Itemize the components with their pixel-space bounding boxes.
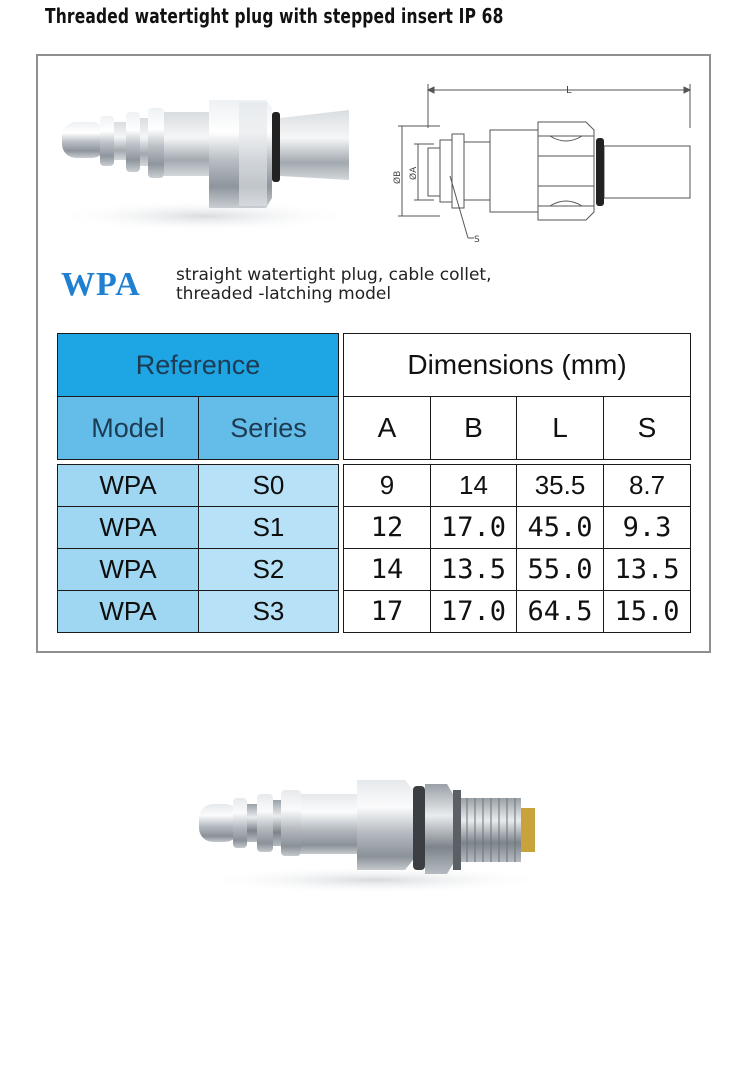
model-cell: WPA	[57, 506, 199, 549]
product-description: straight watertight plug, cable collet, …	[176, 266, 492, 304]
table-row: 12 17.0 45.0 9.3	[343, 506, 692, 549]
series-cell: S0	[197, 464, 340, 507]
dim-a-cell: 12	[343, 506, 431, 549]
dim-label-a: ØA	[408, 166, 419, 180]
dim-b-cell: 13.5	[430, 548, 517, 591]
dim-a-cell: 17	[343, 590, 431, 633]
series-cell: S3	[197, 590, 340, 633]
mated-connector-photo	[199, 780, 550, 894]
dim-a-cell: 9	[343, 464, 431, 507]
dim-b-cell: 17.0	[430, 506, 517, 549]
column-header-b: B	[430, 396, 517, 460]
dim-label-b: ØB	[392, 171, 403, 184]
description-line-1: straight watertight plug, cable collet,	[176, 265, 492, 285]
reference-table: Reference Model Series WPA S0 WPA S1 WPA…	[56, 333, 340, 633]
dim-s-cell: 15.0	[602, 590, 692, 633]
column-header-l: L	[516, 396, 604, 460]
dim-b-cell: 17.0	[430, 590, 517, 633]
dim-s-cell: 13.5	[602, 548, 692, 591]
dim-l-cell: 55.0	[516, 548, 604, 591]
dimensions-table: Dimensions (mm) A B L S 9 14 35.5 8.7 12…	[342, 333, 692, 633]
column-header-s: S	[602, 396, 692, 460]
table-row: WPA S1	[57, 506, 340, 549]
table-row: 14 13.5 55.0 13.5	[343, 548, 692, 591]
dim-label-l: L	[566, 85, 572, 96]
page-title: Threaded watertight plug with stepped in…	[45, 4, 504, 28]
column-header-model: Model	[57, 396, 199, 460]
dim-s-cell: 9.3	[602, 506, 692, 549]
dim-l-cell: 64.5	[516, 590, 604, 633]
table-row: 17 17.0 64.5 15.0	[343, 590, 692, 633]
brand-logo: WPA	[61, 266, 141, 303]
description-line-2: threaded -latching model	[176, 284, 392, 304]
table-row: WPA S2	[57, 548, 340, 591]
model-cell: WPA	[57, 548, 199, 591]
reference-header: Reference	[56, 333, 340, 397]
plug-product-photo	[54, 100, 354, 232]
model-cell: WPA	[57, 590, 199, 633]
technical-drawing: L ØB ØA S	[392, 84, 692, 245]
dim-l-cell: 45.0	[516, 506, 604, 549]
column-header-a: A	[343, 396, 431, 460]
dimensions-header: Dimensions (mm)	[342, 333, 692, 397]
column-header-series: Series	[197, 396, 340, 460]
table-row: WPA S0	[57, 464, 340, 507]
dim-s-cell: 8.7	[602, 464, 692, 507]
series-cell: S2	[197, 548, 340, 591]
series-cell: S1	[197, 506, 340, 549]
table-row: 9 14 35.5 8.7	[343, 464, 692, 507]
dim-l-cell: 35.5	[516, 464, 604, 507]
dim-b-cell: 14	[430, 464, 517, 507]
dim-a-cell: 14	[343, 548, 431, 591]
dim-label-s: S	[474, 235, 480, 245]
model-cell: WPA	[57, 464, 199, 507]
table-row: WPA S3	[57, 590, 340, 633]
